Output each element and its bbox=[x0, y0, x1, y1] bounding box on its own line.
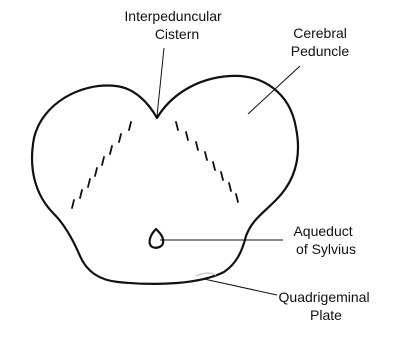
interpeduncular-leader bbox=[157, 48, 164, 116]
fiber-mark bbox=[229, 183, 231, 191]
aqueduct-line-2: of Sylvius bbox=[296, 241, 356, 257]
left-fiber-marks bbox=[72, 122, 131, 208]
interpeduncular-line-1: Interpeduncular bbox=[124, 8, 222, 24]
cerebral-line-1: Cerebral bbox=[293, 25, 347, 41]
fiber-mark bbox=[88, 179, 90, 187]
fiber-mark bbox=[119, 134, 121, 142]
fiber-mark bbox=[213, 162, 215, 170]
fiber-mark bbox=[95, 168, 97, 176]
right-fiber-marks bbox=[176, 122, 238, 202]
fiber-mark bbox=[102, 157, 104, 165]
aqueduct-shape bbox=[150, 229, 164, 248]
interpeduncular-cistern-label: Interpeduncular Cistern bbox=[124, 8, 225, 42]
fiber-mark bbox=[176, 122, 178, 130]
interpeduncular-line-2: Cistern bbox=[155, 26, 199, 42]
quadrigeminal-line-1: Quadrigeminal bbox=[279, 289, 370, 305]
fiber-mark bbox=[196, 142, 198, 150]
quadrigeminal-line-2: Plate bbox=[310, 307, 342, 323]
fiber-mark bbox=[186, 132, 188, 140]
fiber-mark bbox=[236, 194, 238, 202]
quadrigeminal-plate-label: Quadrigeminal Plate bbox=[279, 289, 374, 323]
cerebral-line-2: Peduncle bbox=[291, 43, 350, 59]
fiber-mark bbox=[221, 172, 223, 180]
aqueduct-line-1: Aqueduct bbox=[293, 223, 352, 239]
cerebral-peduncle-label: Cerebral Peduncle bbox=[291, 25, 351, 59]
cerebral-peduncle-leader bbox=[248, 66, 300, 114]
fiber-mark bbox=[80, 190, 82, 198]
midbrain-outline bbox=[32, 76, 298, 284]
quadrigeminal-leader bbox=[204, 279, 277, 295]
fiber-mark bbox=[129, 122, 131, 130]
aqueduct-of-sylvius-label: Aqueduct of Sylvius bbox=[293, 223, 356, 257]
fiber-mark bbox=[110, 146, 112, 154]
fiber-mark bbox=[205, 152, 207, 160]
fiber-mark bbox=[72, 200, 74, 208]
